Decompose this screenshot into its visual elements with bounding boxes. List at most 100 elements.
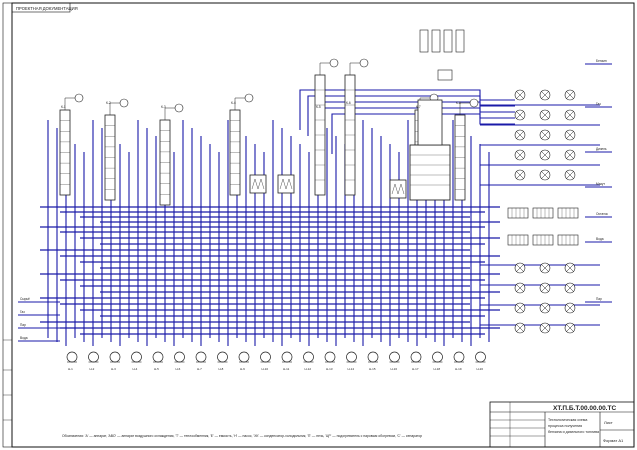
pump — [131, 351, 142, 363]
pump-label: Н-9 — [240, 367, 245, 371]
pump-label: Н-5 — [154, 367, 159, 371]
heat-exchanger-mark — [566, 284, 574, 292]
column-label: К-6 — [346, 101, 351, 105]
pump-label: Н-16 — [391, 367, 398, 371]
pump — [152, 351, 164, 363]
outlet-label: Бензин — [596, 59, 607, 63]
pump — [453, 351, 465, 363]
heat-exchanger-mark — [541, 171, 549, 179]
column-label: К-1 — [61, 105, 66, 109]
process-line — [299, 89, 515, 130]
pump-label: Н-17 — [412, 367, 419, 371]
heat-exchanger-mark — [566, 171, 574, 179]
pump-label: Н-14 — [348, 367, 355, 371]
column-label: К-8 — [456, 101, 461, 105]
heat-exchanger-mark — [516, 171, 524, 179]
outlet-label: Вода — [596, 237, 604, 241]
overhead-line — [349, 62, 360, 75]
heat-exchanger-mark — [541, 131, 549, 139]
pump — [389, 351, 400, 363]
separator — [443, 29, 453, 53]
top-stamp — [11, 2, 71, 13]
pump — [303, 351, 314, 363]
heat-exchanger-mark — [516, 264, 524, 272]
reactor-upper — [417, 99, 443, 146]
overhead-line — [64, 97, 75, 110]
pump — [432, 351, 443, 363]
air-cooler — [507, 234, 529, 246]
furnace-coil — [251, 178, 265, 190]
heat-exchanger-mark — [541, 151, 549, 159]
heat-exchanger-mark — [541, 91, 549, 99]
heat-exchanger-mark — [566, 264, 574, 272]
air-cooler — [532, 207, 554, 219]
side-strip — [2, 2, 13, 448]
pump-label: Н-10 — [262, 367, 269, 371]
column-label: К-5 — [316, 105, 321, 109]
column-label: К-4 — [231, 101, 236, 105]
pump-label: Н-18 — [434, 367, 441, 371]
inlet-label: Вода — [20, 336, 28, 340]
separator — [419, 29, 429, 53]
heat-exchanger-mark — [566, 131, 574, 139]
air-cooler — [557, 207, 579, 219]
pump — [174, 351, 185, 363]
heat-exchanger-mark — [516, 151, 524, 159]
furnace-coil — [279, 178, 293, 190]
title-line-3: бензина и дизельного топлива — [548, 430, 599, 434]
pump-label: Н-20 — [477, 367, 484, 371]
pump-label: Н-7 — [197, 367, 202, 371]
pump — [367, 351, 379, 363]
pump-label: Н-11 — [283, 367, 290, 371]
heat-exchanger-mark — [541, 284, 549, 292]
outlet-label: Дизель — [596, 147, 607, 151]
title-line-2: процесса получения — [548, 424, 582, 428]
pump — [109, 351, 121, 363]
pump-label: Н-15 — [369, 367, 376, 371]
drawing-frame — [11, 2, 635, 448]
air-cooler — [507, 207, 529, 219]
pump — [260, 351, 271, 363]
pump-label: Н-2 — [90, 367, 95, 371]
pump-label: Н-13 — [326, 367, 333, 371]
condenser — [74, 93, 84, 103]
separator — [455, 29, 465, 53]
furnace-coil — [391, 183, 405, 195]
heat-exchanger-mark — [566, 111, 574, 119]
heat-exchanger-mark — [566, 151, 574, 159]
pump-label: Н-8 — [219, 367, 224, 371]
pump — [324, 351, 336, 363]
pump — [217, 351, 228, 363]
legend-text: Обозначения: 'А' — аппарат, 'АВО' — аппа… — [62, 434, 422, 438]
title-line-1: Технологическая схема — [548, 418, 587, 422]
heat-exchanger-mark — [516, 304, 524, 312]
sheet-label: Лист — [604, 420, 613, 425]
heat-exchanger-mark — [566, 324, 574, 332]
condenser — [244, 93, 254, 103]
pump-label: Н-3 — [111, 367, 116, 371]
side-strip-cells — [3, 339, 12, 421]
heat-exchanger-mark — [516, 91, 524, 99]
process-line — [331, 113, 515, 154]
air-cooler — [557, 234, 579, 246]
format-label: Формат А1 — [603, 438, 624, 443]
collector — [437, 69, 453, 81]
heat-exchanger-mark — [516, 131, 524, 139]
heat-exchanger-mark — [541, 264, 549, 272]
heat-exchanger-mark — [566, 91, 574, 99]
air-cooler — [532, 234, 554, 246]
heat-exchanger-mark — [516, 284, 524, 292]
overhead-line — [234, 97, 245, 110]
separator — [431, 29, 441, 53]
heat-exchanger-mark — [541, 111, 549, 119]
column-label: К-7 — [416, 105, 421, 109]
title-block: ХТ.П.Б.Т.00.00.00.ТС Технологическая схе… — [489, 401, 635, 448]
heat-exchanger-mark — [566, 304, 574, 312]
pump-label: Н-12 — [305, 367, 312, 371]
condenser — [329, 58, 339, 68]
pump-label: Н-4 — [133, 367, 138, 371]
designation: ХТ.П.Б.Т.00.00.00.ТС — [553, 405, 616, 412]
